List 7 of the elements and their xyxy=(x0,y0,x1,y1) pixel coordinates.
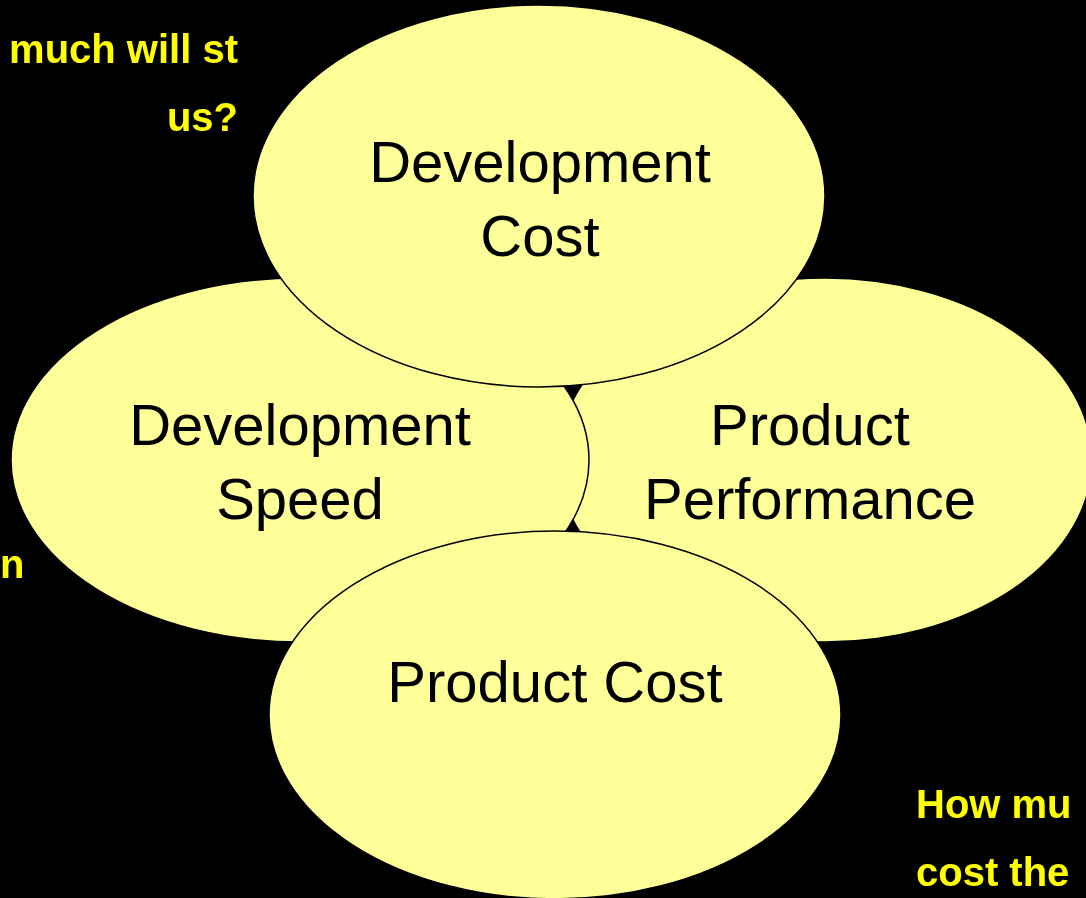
question-text: How mu cost the xyxy=(916,781,1073,896)
ellipse-label: Development Speed xyxy=(128,391,472,533)
question-text: n xyxy=(0,541,26,588)
question-text: much will st us? xyxy=(8,26,238,141)
ellipse-label: Development Cost xyxy=(368,128,712,270)
ellipse-label: Product Cost xyxy=(386,648,724,716)
ellipse-label: Product Performance xyxy=(643,391,977,533)
